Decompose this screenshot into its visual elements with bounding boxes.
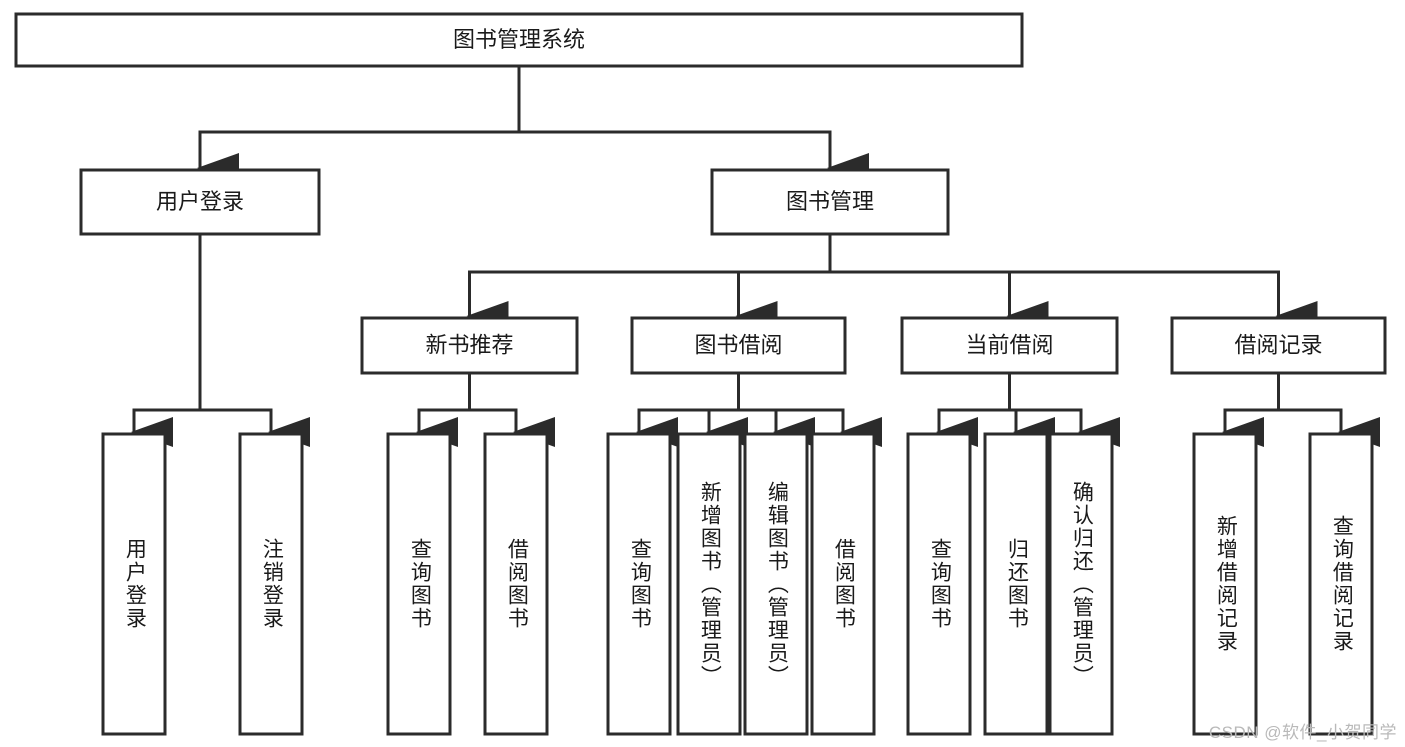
node-label-user-login: 用户登录 (156, 189, 244, 214)
node-label-root: 图书管理系统 (453, 27, 585, 52)
node-box-leaf-query-book-recommend[interactable] (386, 432, 452, 736)
node-box-leaf-borrow-book[interactable] (810, 432, 876, 736)
node-box-book-borrow[interactable] (630, 316, 847, 375)
node-box-leaf-query-borrow-record[interactable] (1308, 432, 1374, 736)
node-box-new-book-recommend[interactable] (360, 316, 579, 375)
node-box-borrow-record[interactable] (1170, 316, 1387, 375)
node-box-leaf-query-book-current[interactable] (906, 432, 972, 736)
node-box-leaf-logout-login[interactable] (238, 432, 304, 736)
node-box-leaf-confirm-return-admin[interactable] (1048, 432, 1114, 736)
node-box-root[interactable] (14, 12, 1024, 68)
node-box-leaf-add-book-admin[interactable] (676, 432, 742, 736)
node-box-leaf-user-login[interactable] (101, 432, 167, 736)
node-label-current-borrow: 当前借阅 (965, 332, 1053, 357)
node-label-book-manage: 图书管理 (786, 189, 874, 214)
node-label-borrow-record: 借阅记录 (1234, 332, 1322, 357)
node-box-current-borrow[interactable] (900, 316, 1119, 375)
node-box-user-login[interactable] (79, 168, 321, 236)
node-label-book-borrow: 图书借阅 (694, 332, 782, 357)
connector-lines (131, 64, 1380, 447)
node-boxes (14, 12, 1387, 736)
node-box-leaf-query-book-borrow[interactable] (606, 432, 672, 736)
node-label-new-book-recommend: 新书推荐 (425, 332, 513, 357)
node-box-leaf-add-borrow-record[interactable] (1192, 432, 1258, 736)
csdn-watermark: CSDN @软件_小贺同学 (1208, 723, 1397, 742)
node-box-leaf-borrow-book-recommend[interactable] (483, 432, 549, 736)
node-box-leaf-edit-book-admin[interactable] (743, 432, 809, 736)
node-box-leaf-return-book[interactable] (983, 432, 1049, 736)
node-box-book-manage[interactable] (710, 168, 950, 236)
